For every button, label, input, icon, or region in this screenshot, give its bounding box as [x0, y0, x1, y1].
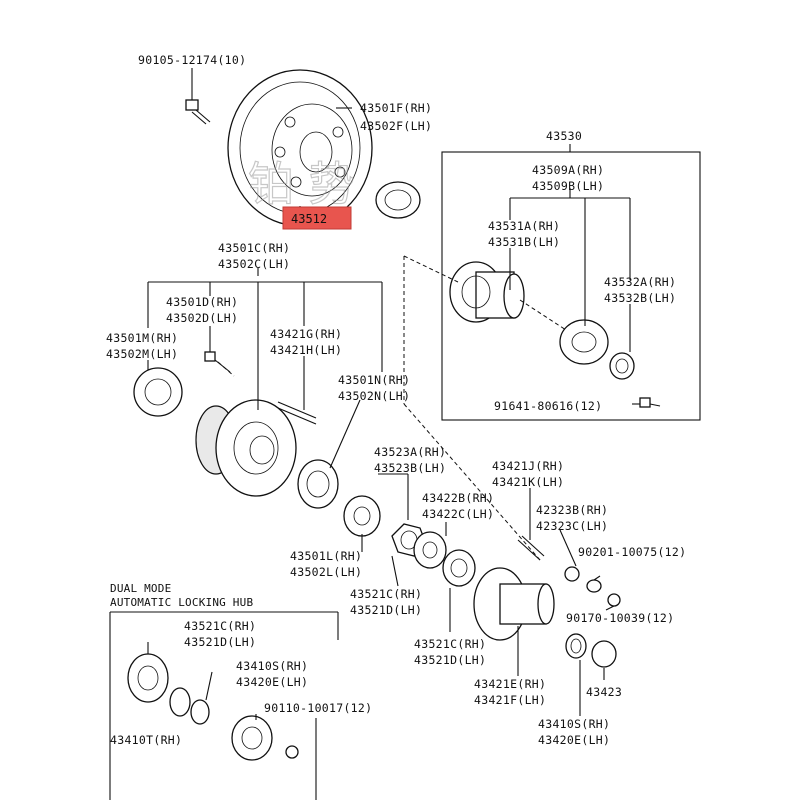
section-title-locking-hub: AUTOMATIC LOCKING HUB	[110, 596, 253, 609]
label-43420E-right: 43420E(LH)	[538, 733, 610, 747]
label-43501N: 43501N(RH)	[338, 373, 410, 387]
label-43422B: 43422B(RH)	[422, 491, 494, 505]
label-43421J: 43421J(RH)	[492, 459, 564, 473]
bearing-part	[133, 367, 183, 417]
flange-hub-part	[473, 567, 555, 641]
nut-part	[127, 653, 169, 703]
label-43521C-first: 43521C(RH)	[350, 587, 422, 601]
stud-part	[517, 535, 545, 561]
watermark: 铂 势	[248, 157, 355, 211]
assembly-box-43530	[441, 151, 701, 421]
label-43501F: 43501F(RH)	[360, 101, 432, 115]
label-90170-10039: 90170-10039(12)	[566, 611, 674, 625]
washer-small-part	[564, 566, 580, 582]
label-43421K: 43421K(LH)	[492, 475, 564, 489]
label-43521D-first: 43521D(LH)	[350, 603, 422, 617]
label-90110-10017: 90110-10017(12)	[264, 701, 372, 715]
label-43422C: 43422C(LH)	[422, 507, 494, 521]
locking-hub-body-part	[449, 261, 525, 323]
washer-small-part	[607, 593, 621, 607]
label-43532B: 43532B(LH)	[604, 291, 676, 305]
label-43502C: 43502C(LH)	[218, 257, 290, 271]
nut-part	[442, 549, 476, 587]
snap-ring-part	[565, 633, 587, 659]
seal-part	[375, 181, 421, 219]
label-43521C-lower: 43521C(RH)	[184, 619, 256, 633]
washer-part	[343, 495, 381, 537]
bolt-part	[185, 99, 211, 125]
cap-part	[591, 640, 617, 668]
bearing-part	[297, 459, 339, 509]
highlight-box-43512	[282, 206, 352, 230]
stud-part	[277, 401, 317, 425]
label-43523A: 43523A(RH)	[374, 445, 446, 459]
label-90105-12174: 90105-12174(10)	[138, 53, 246, 67]
label-43501M: 43501M(RH)	[106, 331, 178, 345]
label-42323C: 42323C(LH)	[536, 519, 608, 533]
label-43410S-right: 43410S(RH)	[538, 717, 610, 731]
bolt-small-part	[285, 745, 299, 759]
dashed-guide-lines	[217, 255, 567, 561]
label-43531A: 43531A(RH)	[488, 219, 560, 233]
label-43531B: 43531B(LH)	[488, 235, 560, 249]
section-title-dual-mode: DUAL MODE	[110, 582, 171, 595]
label-43501C: 43501C(RH)	[218, 241, 290, 255]
label-43523B: 43523B(LH)	[374, 461, 446, 475]
label-91641-80616: 91641-80616(12)	[494, 399, 602, 413]
label-42323B: 42323B(RH)	[536, 503, 608, 517]
label-43502N: 43502N(LH)	[338, 389, 410, 403]
label-43521D-second: 43521D(LH)	[414, 653, 486, 667]
label-43502D: 43502D(LH)	[166, 311, 238, 325]
lock-washer-part	[413, 531, 447, 569]
label-43509A: 43509A(RH)	[532, 163, 604, 177]
label-43530: 43530	[546, 129, 582, 143]
snap-ring-part	[190, 699, 210, 725]
leader-lines	[109, 68, 640, 800]
label-43501D: 43501D(RH)	[166, 295, 238, 309]
clutch-part	[559, 319, 609, 365]
label-43509B: 43509B(LH)	[532, 179, 604, 193]
axle-hub-part	[195, 399, 297, 497]
hub-part	[231, 715, 273, 761]
label-43410S-lower: 43410S(RH)	[236, 659, 308, 673]
label-43421G: 43421G(RH)	[270, 327, 342, 341]
label-43420E-lower: 43420E(LH)	[236, 675, 308, 689]
label-43532A: 43532A(RH)	[604, 275, 676, 289]
screw-part	[639, 397, 661, 408]
label-43410T: 43410T(RH)	[110, 733, 182, 747]
label-43423: 43423	[586, 685, 622, 699]
brake-disc-part	[227, 69, 373, 227]
label-43421F: 43421F(LH)	[474, 693, 546, 707]
label-43502L: 43502L(LH)	[290, 565, 362, 579]
label-90201-10075: 90201-10075(12)	[578, 545, 686, 559]
label-43501L: 43501L(RH)	[290, 549, 362, 563]
part-labels: 90105-12174(10) 43501F(RH) 43502F(LH) 43…	[106, 53, 686, 747]
label-43521C-second: 43521C(RH)	[414, 637, 486, 651]
nut-small-part	[586, 579, 602, 593]
label-43502M: 43502M(LH)	[106, 347, 178, 361]
snap-ring-part	[169, 687, 191, 717]
label-43512: 43512	[291, 212, 327, 226]
label-43502F: 43502F(LH)	[360, 119, 432, 133]
ring-part	[609, 352, 635, 380]
label-43421E: 43421E(RH)	[474, 677, 546, 691]
label-43521D-lower: 43521D(LH)	[184, 635, 256, 649]
label-43421H: 43421H(LH)	[270, 343, 342, 357]
